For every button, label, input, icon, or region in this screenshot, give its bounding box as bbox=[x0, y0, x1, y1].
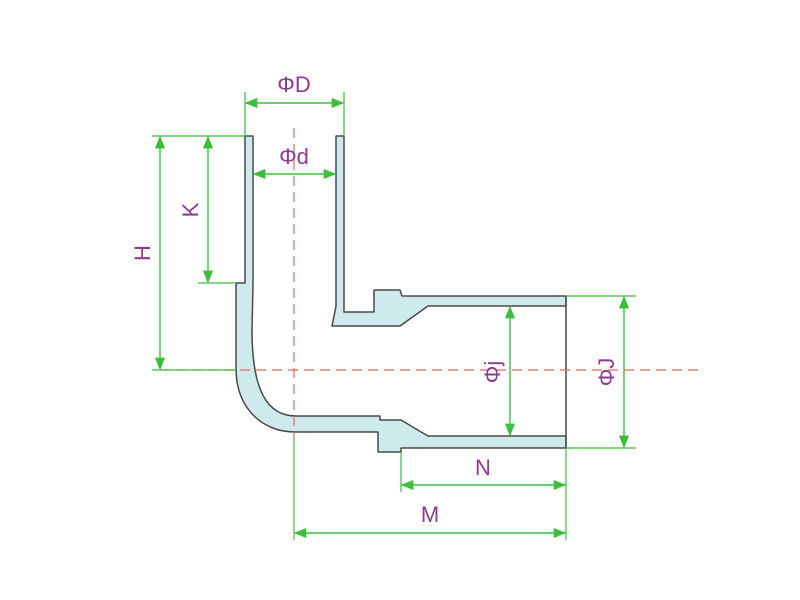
pipe-body bbox=[235, 135, 567, 453]
inner-wall bbox=[331, 135, 567, 327]
dimension-lines bbox=[154, 97, 630, 539]
label-inner-diameter-j: Φj bbox=[480, 361, 505, 383]
dimension-labels: ΦD Φd K H Φj ΦJ N M bbox=[130, 72, 619, 527]
label-outer-diameter-j: ΦJ bbox=[594, 358, 619, 387]
label-socket-depth: K bbox=[178, 202, 203, 217]
label-inner-diameter: Φd bbox=[279, 144, 309, 169]
centerlines bbox=[160, 128, 700, 440]
label-outer-diameter: ΦD bbox=[277, 72, 310, 97]
extension-lines bbox=[152, 92, 636, 540]
label-length-n: N bbox=[475, 455, 491, 480]
label-length-m: M bbox=[421, 502, 439, 527]
label-height: H bbox=[130, 245, 155, 261]
